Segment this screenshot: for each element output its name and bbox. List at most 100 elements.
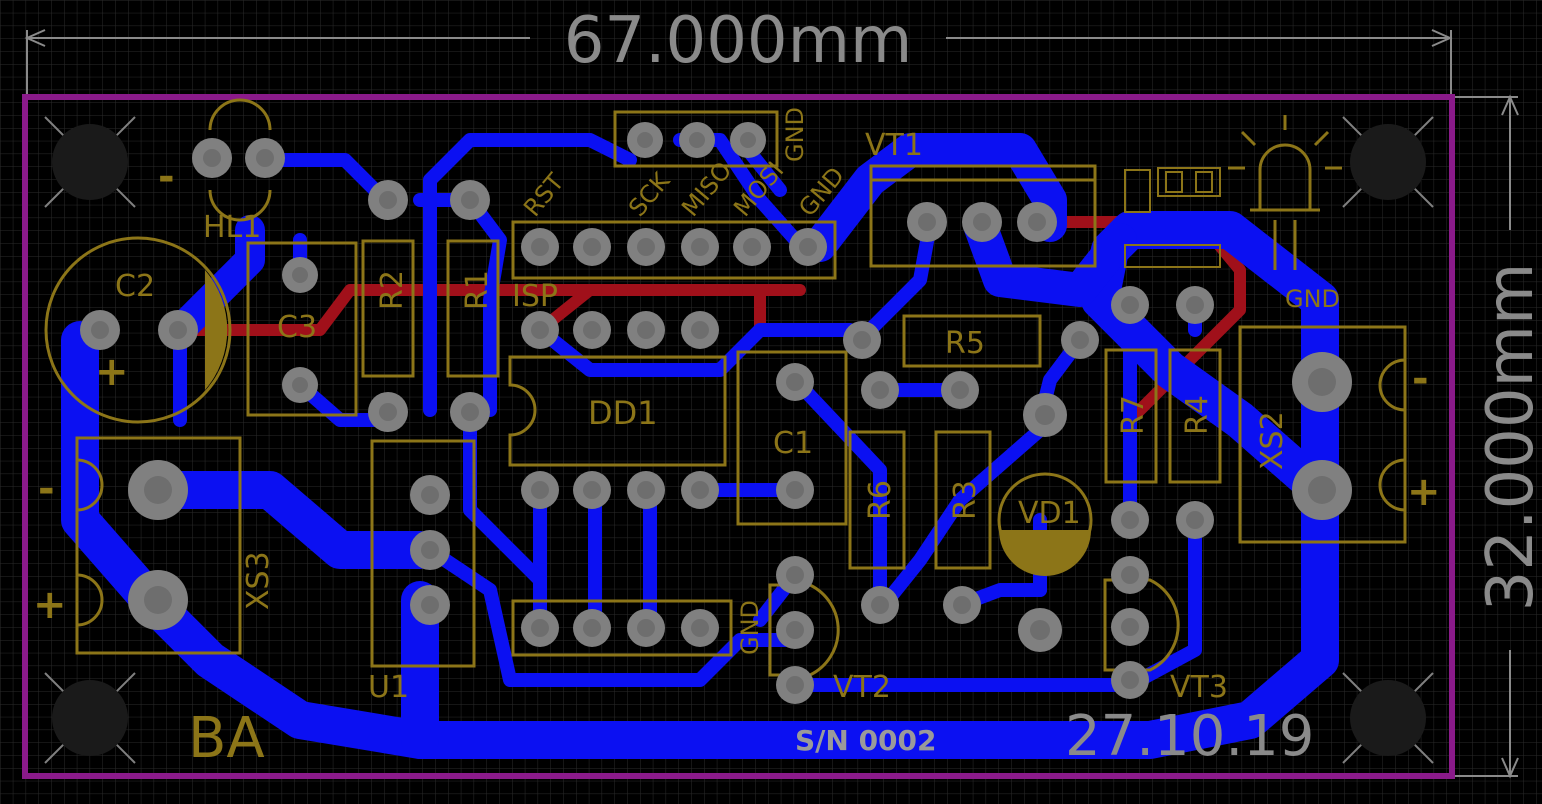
label-c2: C2 bbox=[115, 269, 155, 304]
pad-drill bbox=[1186, 511, 1204, 529]
r5-outline bbox=[902, 314, 1042, 368]
pad-drill bbox=[743, 238, 761, 256]
pad-drill bbox=[531, 321, 549, 339]
label-r7: R7 bbox=[1116, 395, 1151, 435]
pad-drill bbox=[531, 619, 549, 637]
label-r1: R1 bbox=[460, 270, 495, 310]
dimension-height: 32.000mm bbox=[1455, 94, 1542, 779]
pad-drill bbox=[786, 373, 804, 391]
label-vd1: VD1 bbox=[1018, 496, 1081, 531]
pad-drill bbox=[1186, 296, 1204, 314]
pin-label-gnd-vt2: GND bbox=[736, 600, 764, 655]
pad-drill bbox=[953, 596, 971, 614]
board-outline bbox=[22, 94, 1455, 779]
pad-drill bbox=[786, 566, 804, 584]
label-xs3: XS3 bbox=[241, 551, 276, 610]
label-dd1: DD1 bbox=[588, 394, 658, 432]
pad-drill bbox=[799, 238, 817, 256]
pad-drill bbox=[91, 321, 109, 339]
pad-drill bbox=[461, 191, 479, 209]
led-icon bbox=[1228, 115, 1342, 270]
pad-drill bbox=[691, 619, 709, 637]
pad-drill bbox=[786, 676, 804, 694]
pad-drill bbox=[583, 481, 601, 499]
height-dimension-label: 32.000mm bbox=[1474, 263, 1542, 612]
vt2-outline bbox=[768, 583, 840, 677]
pad-drill bbox=[1121, 618, 1139, 636]
component-labels: C2 C3 HL1 ISP DD1 C1 R5 VT1 VD1 VT2 VT3 … bbox=[115, 128, 1290, 705]
hl1-minus-mark: - bbox=[158, 154, 175, 200]
pad-drill bbox=[583, 321, 601, 339]
pad-drill bbox=[144, 476, 172, 504]
r7-outline bbox=[1104, 348, 1158, 484]
label-u1: U1 bbox=[368, 670, 409, 705]
pad-drill bbox=[853, 331, 871, 349]
pad-drill bbox=[531, 238, 549, 256]
r6-outline bbox=[848, 430, 906, 570]
pad-drill bbox=[421, 541, 439, 559]
pad-drill bbox=[637, 321, 655, 339]
smd-parts-icon bbox=[1124, 167, 1221, 268]
pad-drill bbox=[973, 213, 991, 231]
pad-drill bbox=[871, 596, 889, 614]
pad-drill bbox=[1308, 476, 1336, 504]
pad-drill bbox=[918, 213, 936, 231]
mounting-holes bbox=[44, 116, 1434, 764]
pad-drill bbox=[1121, 511, 1139, 529]
pad-drill bbox=[740, 132, 756, 148]
label-r2: R2 bbox=[375, 270, 410, 310]
hl1-outline bbox=[208, 98, 272, 131]
pad-drill bbox=[1030, 620, 1050, 640]
r4-outline bbox=[1168, 348, 1222, 484]
pad-drill bbox=[689, 132, 705, 148]
pad-drill bbox=[421, 486, 439, 504]
xs3-plus-mark: + bbox=[33, 582, 67, 628]
label-isp: ISP bbox=[512, 279, 558, 314]
pin-label-gnd-top: GND bbox=[781, 107, 809, 162]
label-r4: R4 bbox=[1180, 395, 1215, 435]
pad-drill bbox=[691, 481, 709, 499]
pad-drill bbox=[1071, 331, 1089, 349]
label-c3: C3 bbox=[277, 310, 317, 345]
c2-plus-mark: + bbox=[95, 349, 129, 395]
pad-drill bbox=[1035, 405, 1055, 425]
pad-drill bbox=[461, 403, 479, 421]
pad-drill bbox=[292, 267, 308, 283]
board-date: 27.10.19 bbox=[1065, 704, 1314, 769]
pad-drill bbox=[691, 321, 709, 339]
label-r5: R5 bbox=[945, 326, 985, 361]
pad-drill bbox=[1308, 368, 1336, 396]
serial-number: S/N 0002 bbox=[795, 724, 937, 757]
pad-drill bbox=[203, 149, 221, 167]
pad-drill bbox=[691, 238, 709, 256]
r2-outline bbox=[361, 239, 415, 378]
pad-drill bbox=[951, 381, 969, 399]
pad-drill bbox=[292, 377, 308, 393]
pad-drill bbox=[144, 586, 172, 614]
pad-drill bbox=[637, 481, 655, 499]
label-xs2: XS2 bbox=[1255, 411, 1290, 470]
pad-drill bbox=[256, 149, 274, 167]
pad-drill bbox=[637, 238, 655, 256]
pad-drill bbox=[583, 238, 601, 256]
xs3-outline bbox=[75, 436, 242, 655]
width-dimension-label: 67.000mm bbox=[564, 4, 913, 78]
mounting-hole-bl bbox=[52, 680, 128, 756]
label-r6: R6 bbox=[863, 480, 898, 520]
header-top-outline bbox=[613, 110, 779, 168]
c2-outline bbox=[44, 236, 232, 424]
label-vt1: VT1 bbox=[865, 128, 923, 163]
c2-polarity-fill bbox=[205, 270, 228, 390]
pads bbox=[80, 122, 1352, 704]
xs3-minus-mark: - bbox=[38, 466, 55, 512]
pad-drill bbox=[1121, 566, 1139, 584]
silkscreen-layer bbox=[44, 98, 1407, 677]
pin-label-gnd-led: GND bbox=[1285, 285, 1340, 313]
pad-drill bbox=[637, 619, 655, 637]
label-vt3: VT3 bbox=[1170, 670, 1228, 705]
vt3-outline bbox=[1103, 578, 1180, 672]
vt1-outline bbox=[869, 164, 1097, 268]
pad-drill bbox=[786, 621, 804, 639]
label-hl1: HL1 bbox=[203, 210, 261, 245]
